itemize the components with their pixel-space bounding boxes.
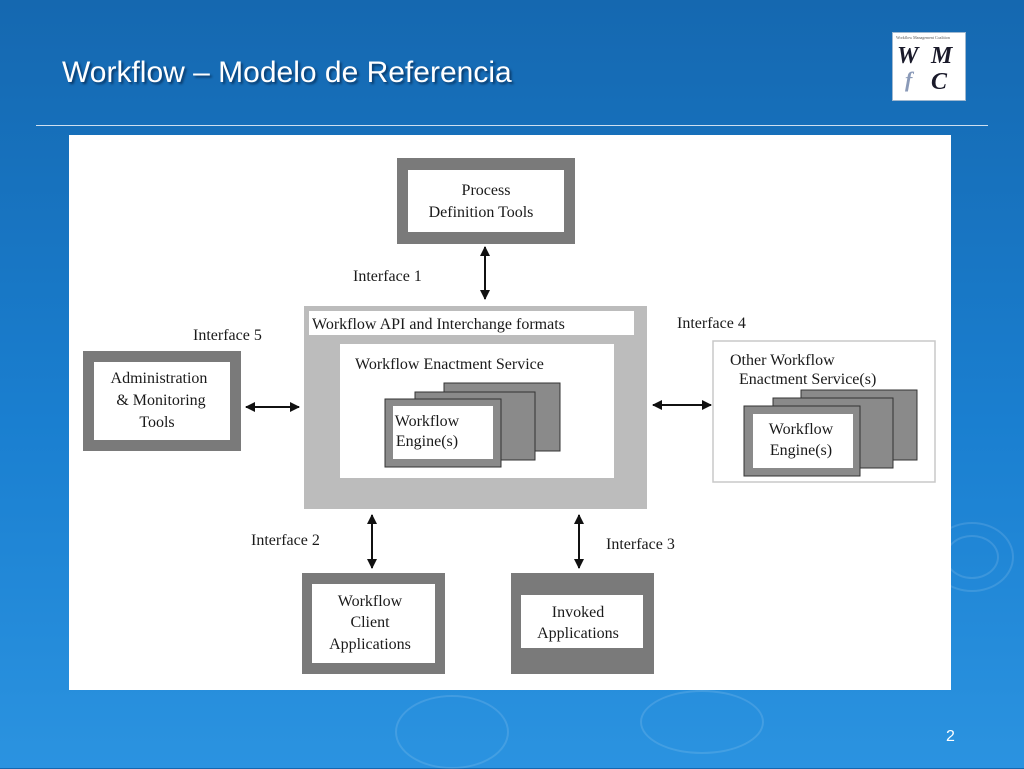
admin-monitoring-tools-box: Administration & Monitoring Tools bbox=[83, 351, 241, 451]
logo-small-text: Workflow Management Coalition bbox=[896, 35, 950, 40]
admin-line-3: Tools bbox=[139, 414, 174, 431]
workflow-api-label: Workflow API and Interchange formats bbox=[312, 316, 565, 333]
logo-letter-c: C bbox=[931, 69, 948, 95]
client-apps-line-1: Workflow bbox=[338, 593, 403, 610]
process-definition-line-1: Process bbox=[462, 182, 511, 199]
client-apps-line-3: Applications bbox=[329, 636, 411, 653]
other-service-line-2: Enactment Service(s) bbox=[739, 371, 876, 388]
workflow-client-applications-box: Workflow Client Applications bbox=[302, 573, 445, 674]
title-divider bbox=[36, 125, 988, 126]
wfmc-logo: Workflow Management Coalition W f M C bbox=[892, 32, 966, 101]
invoked-apps-line-2: Applications bbox=[537, 625, 619, 642]
workflow-enactment-service-label: Workflow Enactment Service bbox=[355, 356, 544, 373]
workflow-enactment-service-box: Workflow Enactment Service Workflow Engi… bbox=[340, 344, 614, 478]
interface-4-label: Interface 4 bbox=[677, 315, 746, 332]
interface-3-label: Interface 3 bbox=[606, 536, 675, 553]
interface-1-label: Interface 1 bbox=[353, 268, 422, 285]
process-definition-tools-box: Process Definition Tools bbox=[397, 158, 575, 244]
other-enactment-service-box: Other Workflow Enactment Service(s) Work… bbox=[712, 340, 936, 483]
logo-letter-m: M bbox=[931, 43, 953, 69]
process-definition-line-2: Definition Tools bbox=[429, 204, 534, 221]
invoked-apps-line-1: Invoked bbox=[552, 604, 604, 621]
ripple-decoration bbox=[395, 695, 509, 769]
logo-letter-f: f bbox=[905, 67, 913, 92]
engine-line-1: Workflow bbox=[395, 413, 460, 430]
invoked-applications-box: Invoked Applications bbox=[511, 573, 654, 674]
admin-line-2: & Monitoring bbox=[116, 392, 205, 409]
diagram-svg: Process Definition Tools Interface 1 Wor… bbox=[83, 158, 936, 674]
page-number: 2 bbox=[946, 728, 955, 745]
client-apps-line-2: Client bbox=[350, 614, 390, 631]
logo-letter-w: W bbox=[897, 43, 919, 69]
ripple-decoration bbox=[640, 690, 764, 754]
admin-line-1: Administration bbox=[111, 370, 208, 387]
other-engine-line-2: Engine(s) bbox=[770, 442, 832, 459]
workflow-reference-model-diagram: Process Definition Tools Interface 1 Wor… bbox=[69, 135, 951, 690]
other-engine-line-1: Workflow bbox=[769, 421, 834, 438]
engine-line-2: Engine(s) bbox=[396, 433, 458, 450]
other-service-line-1: Other Workflow bbox=[730, 352, 835, 369]
interface-2-label: Interface 2 bbox=[251, 532, 320, 549]
interface-5-label: Interface 5 bbox=[193, 327, 262, 344]
slide-title: Workflow – Modelo de Referencia bbox=[62, 56, 512, 89]
